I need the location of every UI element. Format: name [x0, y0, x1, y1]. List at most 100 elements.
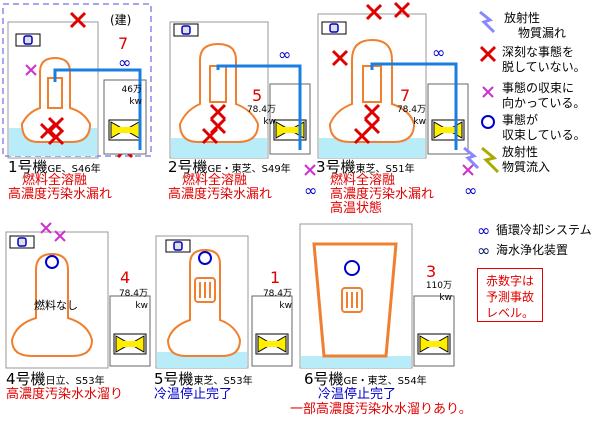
- unit-4-output: 78.4万: [118, 289, 148, 299]
- unit-1: ∞: [2, 3, 152, 159]
- unit-5-crane-icon: [165, 239, 191, 253]
- unit-1-purifier-icon: [108, 119, 142, 141]
- legend-radiation-leak-icon: [478, 10, 496, 34]
- unit-3-purifier-icon: [431, 119, 465, 141]
- level-note-line-2: 予測事故: [485, 290, 534, 304]
- unit-4: [5, 222, 151, 369]
- legend-inflow-icon: [481, 146, 500, 174]
- legend-converged-2: 収束している。: [502, 128, 586, 142]
- unit-2-crane-icon: [173, 23, 199, 37]
- unit-1-status-1: 燃料全溶融: [22, 173, 88, 188]
- unit-3-status-1: 燃料全溶融: [330, 173, 396, 188]
- unit-1-status-2: 高濃度汚染水漏れ: [8, 187, 113, 202]
- unit-3-cooling-symbol: ∞: [432, 43, 445, 62]
- unit-3-purifier-symbol: ∞: [464, 181, 477, 200]
- unit-1-level: 7: [118, 34, 129, 53]
- legend-inflow-1: 放射性: [502, 145, 539, 159]
- unit-3-inflow-icon: [462, 146, 480, 170]
- legend-radiation-leak-1: 放射性: [504, 11, 541, 25]
- unit-4-core-label: 燃料なし: [34, 299, 78, 312]
- unit-4-purifier-icon: [113, 333, 147, 355]
- unit-3-pmark: [304, 164, 316, 176]
- unit-3-status-3: 高温状態: [330, 201, 383, 216]
- unit-5-output: 78.4万: [262, 289, 292, 299]
- unit-5-name: 5号機東芝、S53年: [154, 370, 253, 388]
- legend-converging-2: 向かっている。: [502, 96, 586, 110]
- unit-5-level: 1: [270, 268, 281, 287]
- level-note: 赤数字は 予測事故 レベル。: [477, 268, 543, 322]
- unit-2-turbine-building: [269, 83, 311, 155]
- legend-severe-2: 脱していない。: [502, 60, 586, 74]
- unit-6-turbine-building: [413, 295, 455, 367]
- legend-converged-1: 事態が: [502, 113, 539, 127]
- unit-6-status-1: 冷温停止完了: [318, 387, 397, 402]
- unit-4-kw: kw: [135, 301, 148, 311]
- unit-1-note: (建): [110, 13, 132, 27]
- legend-converged-icon: [481, 115, 495, 129]
- unit-2-status-2: 高濃度汚染水漏れ: [168, 187, 273, 202]
- unit-6-output: 110万: [425, 281, 452, 291]
- unit-5-containment: [166, 248, 242, 357]
- unit-2-water: [171, 138, 267, 158]
- unit-1-cooling-loop: [53, 68, 142, 150]
- unit-2-purifier-symbol: ∞: [304, 181, 317, 200]
- legend-seawater-icon: ∞: [477, 241, 490, 260]
- unit-1-vessel: [47, 77, 63, 109]
- unit-3-vessel: [362, 65, 382, 103]
- legend-severe-icon: [479, 45, 497, 63]
- legend-severe-1: 深刻な事態を: [502, 45, 575, 59]
- unit-2-status-1: 燃料全溶融: [182, 173, 248, 188]
- level-note-line-3: レベル。: [485, 306, 534, 320]
- unit-4-omark: [45, 255, 59, 269]
- legend-circulating-icon: ∞: [477, 221, 490, 240]
- unit-6-name: 6号機GE・東芝、S54年: [304, 370, 427, 388]
- unit-3-output: 78.4万: [396, 105, 426, 115]
- unit-2: ∞: [169, 21, 311, 159]
- unit-2-kw: kw: [263, 117, 276, 127]
- unit-6: [299, 223, 455, 369]
- legend-inflow-2: 物質流入: [502, 160, 551, 174]
- legend-radiation-leak-2: 物質漏れ: [518, 26, 567, 40]
- legend-seawater-purification: 海水浄化装置: [496, 243, 569, 257]
- unit-2-cooling-symbol: ∞: [278, 45, 291, 64]
- unit-2-vessel: [209, 65, 227, 103]
- unit-2-level: 5: [252, 86, 263, 105]
- unit-3-kw: kw: [413, 117, 426, 127]
- unit-4-level: 4: [120, 268, 131, 287]
- unit-5-purifier-icon: [255, 333, 289, 355]
- unit-6-kw: kw: [439, 293, 452, 303]
- unit-2-cooling-loop: [216, 64, 302, 150]
- unit-3-water: [319, 138, 425, 158]
- unit-3: ∞ ∞ ∞: [304, 1, 480, 200]
- unit-2-name: 2号機GE・東芝、S49年: [168, 158, 291, 176]
- unit-5-status-1: 冷温停止完了: [154, 387, 233, 402]
- unit-4-status-1: 高濃度汚染水水溜り: [6, 387, 124, 402]
- unit-1-name: 1号機GE、S46年: [8, 158, 101, 176]
- unit-6-purifier-icon: [417, 333, 451, 355]
- unit-5-omark: [198, 251, 212, 265]
- legend-symbols: ∞ ∞: [477, 10, 500, 260]
- unit-1-output: 46万: [121, 85, 142, 95]
- unit-4-name: 4号機日立、S53年: [6, 370, 105, 388]
- unit-3-name: 3号機東芝、S51年: [316, 158, 415, 176]
- unit-3-level: 7: [400, 86, 411, 105]
- legend-converging-1: 事態の収束に: [502, 81, 575, 95]
- legend-circulating-cooling: 循環冷却システム: [496, 223, 592, 237]
- unit-6-omark: [344, 260, 360, 276]
- unit-3-crane-icon: [321, 21, 347, 35]
- legend-converging-icon: [482, 86, 494, 98]
- unit-3-pmark: [462, 164, 474, 176]
- unit-5-kw: kw: [279, 301, 292, 311]
- unit-1-crane-icon: [15, 33, 41, 47]
- unit-3-status-2: 高濃度汚染水漏れ: [330, 187, 435, 202]
- unit-2-output: 78.4万: [246, 105, 276, 115]
- unit-4-containment: [10, 252, 94, 357]
- unit-1-kw: kw: [129, 97, 142, 107]
- level-note-line-1: 赤数字は: [485, 274, 534, 288]
- unit-3-turbine-building: [427, 83, 469, 155]
- unit-5: [155, 235, 293, 369]
- unit-6-water: [301, 356, 411, 368]
- unit-1-cooling-symbol: ∞: [118, 53, 131, 72]
- unit-6-level: 3: [426, 262, 437, 281]
